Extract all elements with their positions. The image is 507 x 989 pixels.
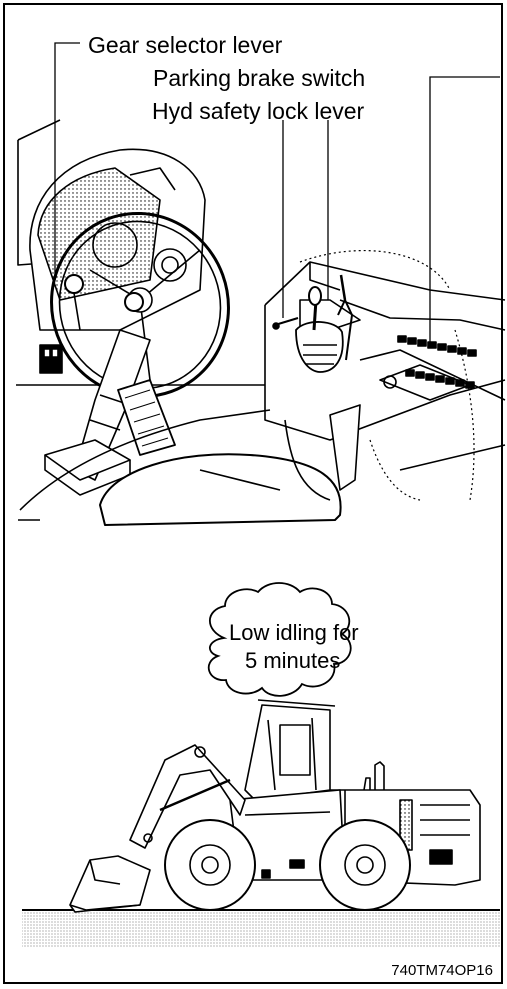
- wheel-loader: [22, 700, 500, 947]
- gear-selector-label: Gear selector lever: [88, 32, 282, 58]
- hyd-lock-label: Hyd safety lock lever: [152, 98, 364, 124]
- figure-code: 740TM74OP16: [391, 962, 493, 979]
- parking-brake-label: Parking brake switch: [153, 65, 365, 91]
- cloud-line-1: Low idling for: [229, 620, 359, 646]
- cloud-line-2: 5 minutes: [245, 648, 340, 674]
- cab-interior: [16, 120, 505, 525]
